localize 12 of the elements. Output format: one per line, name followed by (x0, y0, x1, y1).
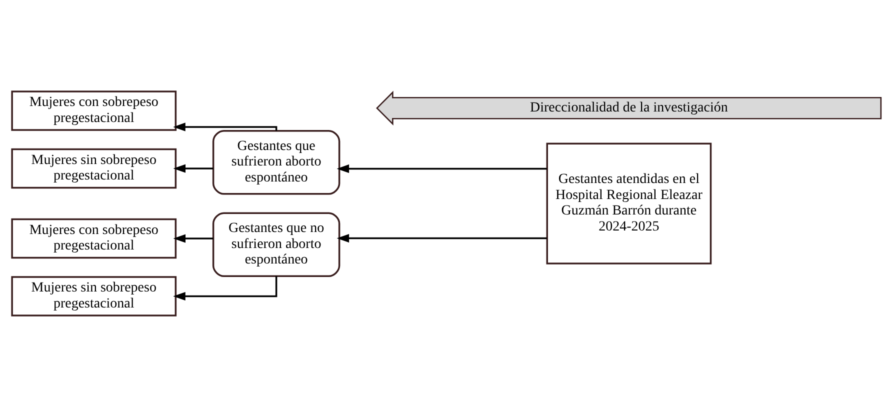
node-box: Mujeres con sobrepeso pregestacional (11, 218, 177, 259)
arrow (173, 234, 214, 243)
node-box: Gestantes que no sufrieron aborto espontáneo (212, 212, 340, 277)
node-box: Mujeres sin sobrepeso pregestacional (11, 276, 177, 316)
arrow (336, 164, 547, 174)
arrow (173, 276, 278, 301)
node-box: Gestantes que sufrieron aborto espontáneo (212, 130, 340, 195)
node-box: Mujeres sin sobrepeso pregestacional (11, 148, 177, 189)
node-box: Gestantes atendidas en el Hospital Regional Eleazar Guzmán Barrón durante 2024-2025 (546, 142, 712, 264)
arrow (336, 234, 547, 243)
node-box: Mujeres con sobrepeso pregestacional (11, 90, 177, 131)
arrow (173, 164, 214, 173)
